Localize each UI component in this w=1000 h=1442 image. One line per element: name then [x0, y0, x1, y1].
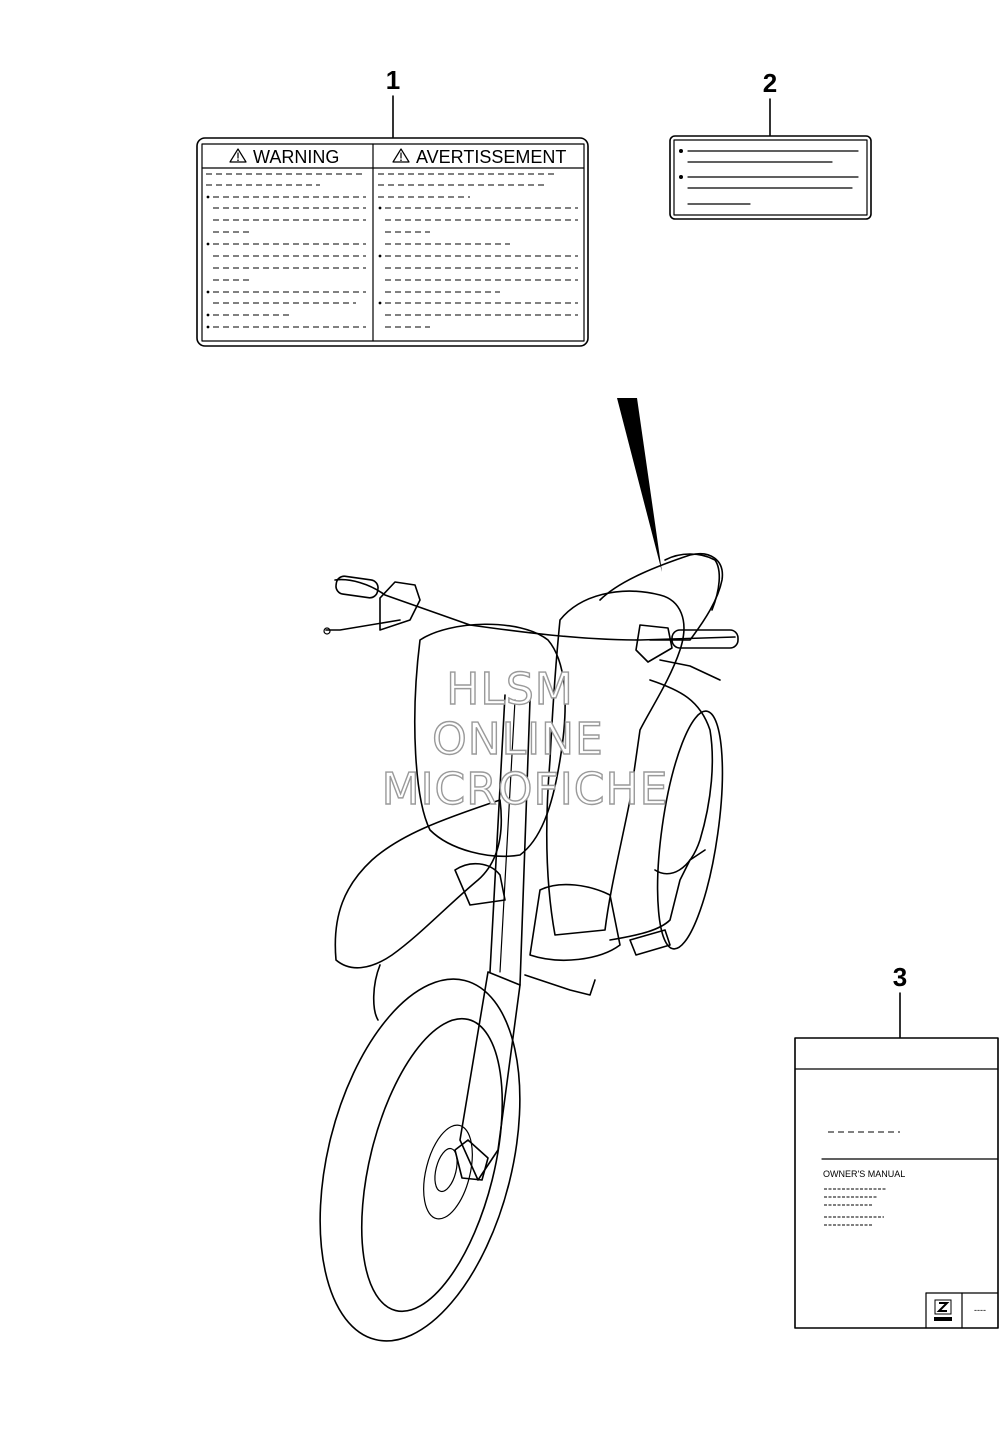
part-2-info-label[interactable]: 2: [669, 68, 872, 220]
handlebar: [334, 578, 736, 641]
fork-axle-clamp: [454, 1139, 489, 1181]
watermark-line-1: HLSM: [446, 664, 574, 715]
warning-triangle-icon: [229, 148, 247, 163]
callout-1: 1: [386, 65, 400, 95]
label-outer-border: [196, 137, 589, 347]
manual-text-lines: [824, 1188, 886, 1226]
skid-plate: [524, 974, 596, 996]
right-grip: [671, 629, 739, 649]
engine-case: [529, 883, 621, 961]
fuel-tank-shroud: [545, 590, 685, 936]
rear-tire: [656, 710, 724, 950]
front-tire-inner: [360, 1017, 504, 1313]
front-axle: [434, 1147, 458, 1193]
frame-downtube: [372, 964, 381, 1021]
warning-text-lines-right: [378, 173, 578, 328]
callout-2: 2: [763, 68, 777, 98]
clutch-lever: [325, 619, 401, 631]
manual-code: ----: [974, 1305, 986, 1315]
watermark: HLSM ONLINE MICROFICHE: [381, 663, 669, 815]
rear-fender: [664, 553, 721, 611]
manual-cover: [794, 1037, 999, 1329]
suzuki-logo-icon: [934, 1299, 952, 1321]
side-panel: [649, 679, 714, 875]
part-3-owners-manual[interactable]: 3 OWNER'S MANUAL ----: [794, 962, 999, 1329]
watermark-line-3: MICROFICHE: [382, 764, 669, 815]
info-label-outer-border: [669, 135, 872, 220]
fork-tubes: [489, 694, 531, 986]
warning-triangle-icon: [392, 148, 410, 163]
warning-header: WARNING: [253, 147, 339, 167]
front-hub: [423, 1124, 473, 1220]
brake-line: [499, 699, 516, 973]
label-inner-border: [201, 143, 585, 342]
front-tire-outer: [319, 978, 521, 1342]
brake-lever: [659, 659, 721, 681]
info-label-inner-border: [673, 139, 868, 216]
front-fender: [334, 799, 503, 969]
watermark-line-2: ONLINE: [432, 714, 604, 765]
motorcycle-illustration: [319, 553, 739, 1342]
avertissement-header: AVERTISSEMENT: [416, 147, 566, 167]
right-footpeg: [629, 929, 671, 956]
warning-text-lines-left: [206, 173, 366, 329]
manual-title: OWNER'S MANUAL: [823, 1169, 905, 1179]
clutch-lever-tip: [323, 627, 331, 635]
clutch-perch: [379, 581, 421, 631]
left-footpeg: [454, 862, 506, 906]
seat: [599, 553, 724, 641]
frame-lower: [609, 849, 706, 941]
location-pointer-arrow: [617, 398, 662, 572]
info-label-text-lines: [679, 149, 859, 205]
throttle-housing: [635, 624, 673, 663]
fork-lower-leg: [459, 971, 521, 1181]
part-1-warning-label[interactable]: 1 WARNING AVERTISSEMENT: [196, 65, 589, 347]
left-grip: [335, 575, 379, 599]
callout-3: 3: [893, 962, 907, 992]
